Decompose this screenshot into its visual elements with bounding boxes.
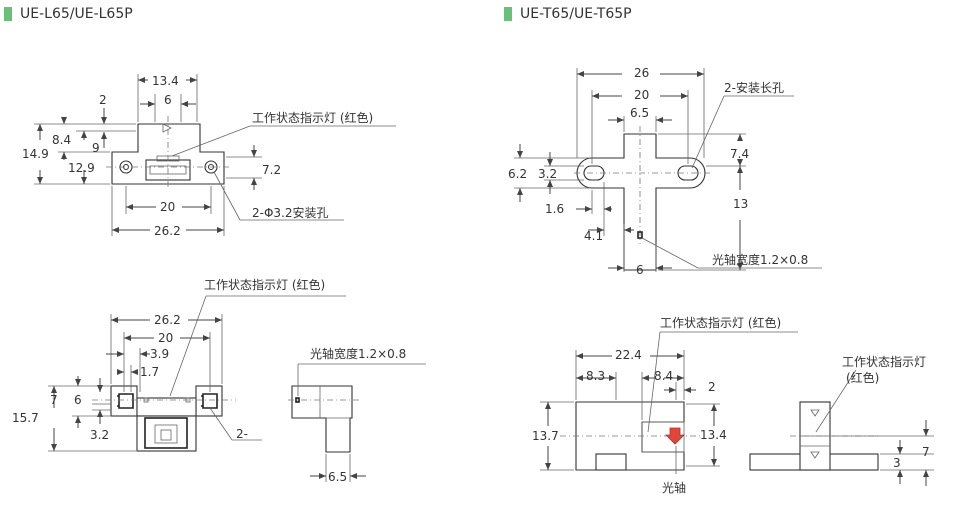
l65-top-dim-20: 20 bbox=[160, 200, 175, 214]
title-marker-right bbox=[504, 7, 512, 21]
t65-front-axis-label: 光轴 bbox=[662, 480, 686, 495]
l65-front-indicator-label: 工作状态指示灯 (红色) bbox=[204, 277, 325, 292]
t65-top-dim-1-6: 1.6 bbox=[545, 202, 564, 216]
l65-side-view: 光轴宽度1.2×0.8 6.5 bbox=[288, 346, 426, 484]
t65-top-dim-13: 13 bbox=[733, 197, 748, 211]
l65-front-view: 26.2 20 3.9 1.7 15.7 7 6 3.2 工作状态指示灯 (红色… bbox=[12, 277, 346, 452]
title-left-text: UE-L65/UE-L65P bbox=[20, 6, 133, 22]
l65-top-dim-6: 6 bbox=[164, 93, 172, 107]
l65-top-dim-14-9: 14.9 bbox=[22, 147, 49, 161]
t65-side-view: 工作状态指示灯 (红色) 7 3 bbox=[749, 354, 934, 486]
l65-side-axis-label: 光轴宽度1.2×0.8 bbox=[310, 346, 406, 361]
t65-front-indicator-label: 工作状态指示灯 (红色) bbox=[660, 315, 781, 330]
t65-top-dim-4-1: 4.1 bbox=[584, 229, 603, 243]
t65-top-axis-label: 光轴宽度1.2×0.8 bbox=[712, 252, 808, 267]
l65-front-dim-26-2: 26.2 bbox=[154, 313, 181, 327]
l65-top-body bbox=[111, 123, 225, 185]
l65-top-view: 13.4 6 2 14.9 8.4 9 12.9 7.2 bbox=[22, 74, 396, 238]
t65-front-dim-2: 2 bbox=[708, 380, 716, 394]
l65-front-dim-1-7: 1.7 bbox=[140, 365, 159, 379]
t65-side-indicator-label-2: (红色) bbox=[846, 370, 879, 385]
title-marker-left bbox=[4, 7, 12, 21]
t65-front-dim-8-4: 8.4 bbox=[654, 369, 673, 383]
t65-top-dim-3-2: 3.2 bbox=[538, 167, 557, 181]
t65-front-view: 22.4 8.3 8.4 2 13.7 13.4 工作状态指示灯 (红色) 光轴 bbox=[532, 315, 798, 495]
l65-front-dim-3-2: 3.2 bbox=[90, 428, 109, 442]
t65-side-dim-3: 3 bbox=[893, 456, 901, 470]
l65-front-dim-7: 7 bbox=[50, 393, 58, 407]
l65-front-dim-15-7: 15.7 bbox=[12, 411, 39, 425]
l65-top-hole-label: 2-Φ3.2安装孔 bbox=[252, 205, 329, 220]
t65-top-dim-6: 6 bbox=[636, 263, 644, 277]
title-left: UE-L65/UE-L65P bbox=[4, 6, 133, 22]
l65-side-dim-6-5: 6.5 bbox=[328, 470, 347, 484]
l65-side-body bbox=[291, 385, 353, 453]
t65-top-dim-20: 20 bbox=[634, 88, 649, 102]
l65-front-dim-3-9: 3.9 bbox=[150, 347, 169, 361]
t65-front-dim-13-7: 13.7 bbox=[532, 429, 559, 443]
l65-top-dim-13-4: 13.4 bbox=[152, 74, 179, 88]
t65-top-slot-label: 2-安装长孔 bbox=[724, 80, 784, 95]
t65-side-dim-7: 7 bbox=[922, 445, 930, 459]
l65-top-dim-12-9: 12.9 bbox=[68, 161, 95, 175]
l65-top-dim-8-4: 8.4 bbox=[52, 133, 71, 147]
l65-top-dim-2: 2 bbox=[99, 93, 107, 107]
t65-front-dim-13-4: 13.4 bbox=[700, 428, 727, 442]
l65-top-dim-7-2: 7.2 bbox=[262, 163, 281, 177]
t65-side-indicator-label-1: 工作状态指示灯 bbox=[842, 354, 926, 369]
l65-top-dim-26-2: 26.2 bbox=[154, 224, 181, 238]
t65-top-dim-26: 26 bbox=[634, 66, 649, 80]
l65-front-dim-20: 20 bbox=[158, 331, 173, 345]
l65-front-dim-6: 6 bbox=[74, 393, 82, 407]
title-right: UE-T65/UE-T65P bbox=[504, 6, 632, 22]
l65-front-connector bbox=[136, 415, 197, 452]
t65-top-view: 26 20 6.5 6.2 3.2 1.6 4.1 6 bbox=[508, 66, 822, 277]
l65-front-right-arm bbox=[195, 385, 223, 417]
t65-top-body bbox=[576, 133, 706, 271]
t65-top-dim-7-4: 7.4 bbox=[730, 147, 749, 161]
t65-front-dim-8-3: 8.3 bbox=[586, 369, 605, 383]
l65-front-two-dash-label: 2- bbox=[236, 427, 248, 441]
t65-front-dim-22-4: 22.4 bbox=[615, 348, 642, 362]
t65-top-dim-6-5: 6.5 bbox=[630, 106, 649, 120]
l65-top-dim-9: 9 bbox=[92, 141, 100, 155]
t65-top-dim-6-2: 6.2 bbox=[508, 167, 527, 181]
t65-front-axis-arrow bbox=[665, 427, 685, 445]
title-right-text: UE-T65/UE-T65P bbox=[520, 6, 632, 22]
l65-top-indicator-label: 工作状态指示灯 (红色) bbox=[252, 110, 373, 125]
